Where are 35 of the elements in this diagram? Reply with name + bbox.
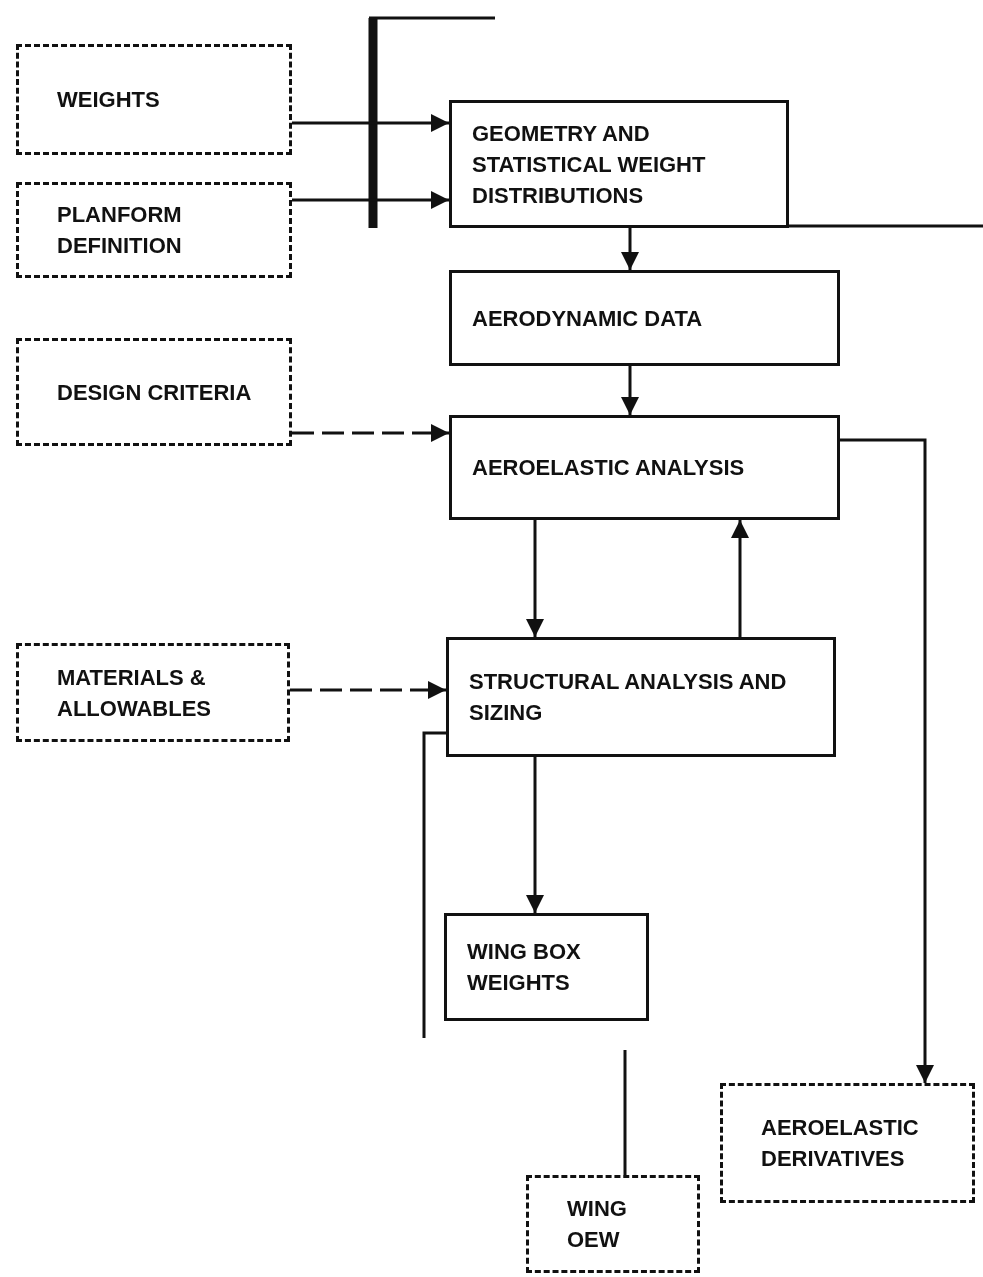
box-label: AERODYNAMIC DATA	[472, 304, 703, 333]
input-box	[16, 338, 292, 446]
box-label: WING OEW	[567, 1195, 628, 1254]
input-box	[720, 1083, 975, 1203]
arrow	[292, 114, 449, 132]
box-label: AEROELASTIC DERIVATIVES	[761, 1114, 920, 1173]
box-label: MATERIALS & ALLOWABLES	[57, 663, 212, 723]
connector-line	[623, 1050, 627, 1175]
process-box	[446, 637, 836, 757]
arrow	[290, 681, 446, 699]
box-label: AEROELASTIC ANALYSIS	[472, 454, 745, 482]
connector-line	[789, 224, 983, 228]
arrow	[526, 757, 544, 913]
box-label: WING BOX WEIGHTS	[467, 938, 582, 997]
box-label: WEIGHTS	[57, 86, 160, 114]
arrow	[621, 228, 639, 270]
process-box	[444, 913, 649, 1021]
box-label: PLANFORM DEFINITION	[57, 201, 183, 260]
arrow	[526, 520, 544, 637]
box-label: GEOMETRY AND STATISTICAL WEIGHT DISTRIBUTIONS	[472, 119, 707, 210]
input-box	[526, 1175, 700, 1273]
connector-line	[422, 731, 446, 1038]
process-box	[449, 100, 789, 228]
process-box	[449, 270, 840, 366]
input-box	[16, 44, 292, 155]
arrow	[621, 366, 639, 415]
arrow	[292, 424, 449, 442]
arrow	[840, 438, 934, 1083]
input-box	[16, 182, 292, 278]
arrow	[731, 520, 749, 637]
input-box	[16, 643, 290, 742]
box-label: STRUCTURAL ANALYSIS AND SIZING	[469, 668, 788, 727]
box-label: DESIGN CRITERIA	[57, 378, 252, 407]
arrow	[292, 191, 449, 209]
process-box	[449, 415, 840, 520]
